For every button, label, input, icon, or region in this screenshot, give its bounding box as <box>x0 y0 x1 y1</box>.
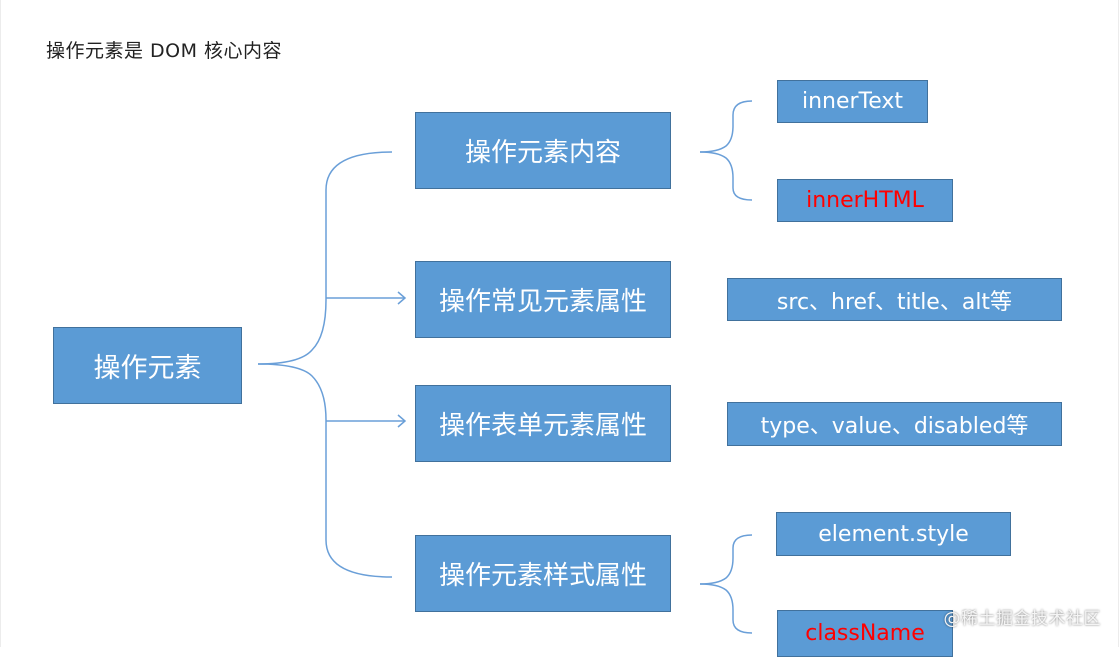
watermark: @稀土掘金技术社区 <box>943 609 1101 629</box>
leaf-label: innerHTML <box>806 188 924 213</box>
leaf-label: src、href、title、alt等 <box>776 289 1013 315</box>
branch-label: 操作表单元素属性 <box>438 411 647 441</box>
leaf-box-innerhtml: innerHTML <box>777 179 953 222</box>
leaf-label: element.style <box>818 521 969 547</box>
branch-label: 操作常见元素属性 <box>438 287 647 317</box>
leaf-label: innerText <box>801 89 904 114</box>
root-brace-lower <box>257 363 393 578</box>
branch-label: 操作元素内容 <box>464 138 621 168</box>
leaf-label: type、value、disabled等 <box>760 414 1029 439</box>
leaf-box-common-attributes: src、href、title、alt等 <box>727 278 1062 321</box>
leaf-box-form-attributes: type、value、disabled等 <box>727 402 1062 446</box>
arrow-head-2 <box>397 291 407 305</box>
leaf-box-classname: className <box>777 610 953 657</box>
root-box: 操作元素 <box>53 327 242 404</box>
branch-box-style-attributes: 操作元素样式属性 <box>415 535 671 612</box>
branch-label: 操作元素样式属性 <box>438 561 647 591</box>
arrow-head-3 <box>397 414 407 428</box>
branch1-brace-lower <box>699 151 753 201</box>
branch1-brace <box>699 100 753 153</box>
root-label: 操作元素 <box>93 353 202 384</box>
branch-box-form-attributes: 操作表单元素属性 <box>415 385 671 462</box>
branch4-brace <box>699 534 753 585</box>
leaf-box-innertext: innerText <box>777 80 928 123</box>
page-title: 操作元素是 DOM 核心内容 <box>46 40 283 62</box>
branch-box-element-content: 操作元素内容 <box>415 112 671 189</box>
branch-box-common-attributes: 操作常见元素属性 <box>415 261 671 338</box>
root-brace <box>257 151 393 365</box>
leaf-box-element-style: element.style <box>776 512 1011 556</box>
branch4-brace-lower <box>699 583 753 634</box>
leaf-label: className <box>805 621 925 646</box>
